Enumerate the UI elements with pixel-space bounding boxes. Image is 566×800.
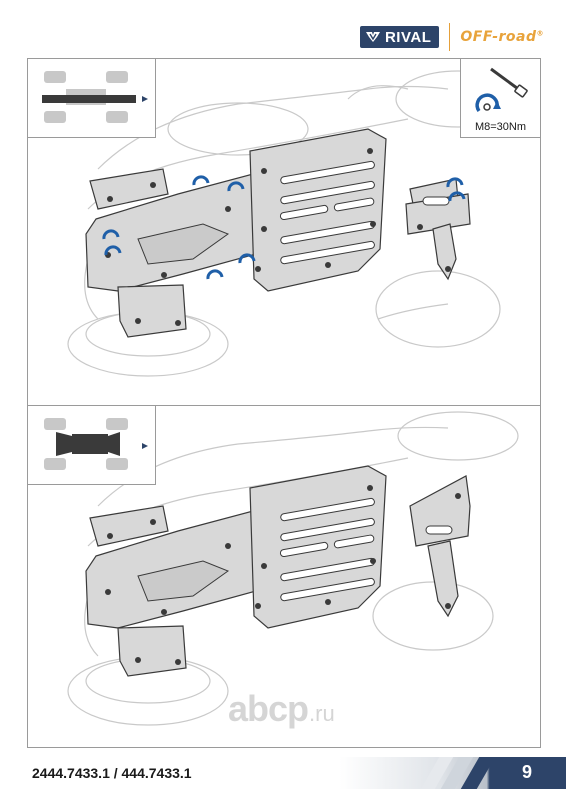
offroad-tagline: OFF-road® [460,29,544,45]
watermark: abcp .ru [228,688,335,730]
header-brand: RIVAL OFF-road® [359,22,544,52]
vehicle-underbody-drawing-bottom [67,411,519,726]
torque-wrench-icon [475,67,528,113]
panel-divider [27,405,541,406]
torque-spec-box: M8=30Nm [460,59,540,138]
location-thumbnail-bottom [28,406,156,485]
vehicle-topview-icon [44,418,148,470]
vehicle-topview-icon [42,71,148,123]
brand-name: RIVAL [384,28,432,46]
rival-logo: RIVAL [359,26,440,48]
rival-emblem-icon [365,32,380,42]
watermark-main: abcp [228,688,309,729]
torque-label: M8=30Nm [474,121,527,133]
registered-mark: ® [536,29,544,38]
tagline-text: OFF-road [460,29,537,45]
watermark-suffix: .ru [309,701,335,726]
page-number: 9 [521,762,532,782]
vehicle-underbody-drawing-top [67,70,521,377]
location-thumbnail-top [28,59,156,138]
part-number: 2444.7433.1 / 444.7433.1 [32,765,192,781]
step-illustration-bottom [28,406,540,747]
illustration-frame [27,58,541,748]
step-illustration-top [28,59,540,405]
footer: 2444.7433.1 / 444.7433.1 9 [0,757,566,789]
brand-separator [449,23,451,51]
